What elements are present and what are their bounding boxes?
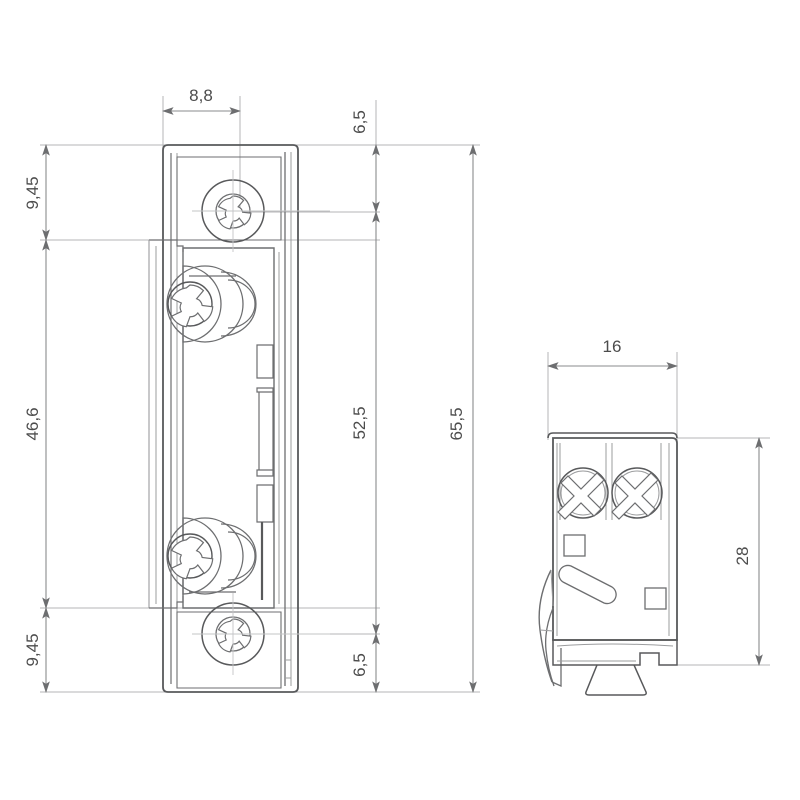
upper-housing-block bbox=[176, 156, 282, 241]
bottom-right-notch bbox=[285, 659, 292, 679]
dim-label-16: 16 bbox=[603, 337, 622, 356]
dim-label-9-45-bottom: 9,45 bbox=[23, 633, 42, 666]
dimension-labels: 8,8 9,45 46,6 9,45 6,5 52,5 6,5 65,5 16 … bbox=[23, 86, 752, 677]
front-body-outline bbox=[162, 144, 299, 693]
side-view-group bbox=[538, 432, 678, 696]
torx-screw-top bbox=[192, 170, 330, 252]
dimension-lines bbox=[42, 107, 763, 693]
dim-label-52-5: 52,5 bbox=[350, 406, 369, 439]
torx-screw-lower bbox=[166, 517, 257, 595]
phillips-screw-left bbox=[557, 467, 609, 520]
square-hole-lower bbox=[644, 587, 667, 610]
foot-bracket bbox=[585, 664, 647, 696]
dim-label-28: 28 bbox=[733, 547, 752, 566]
side-case-outline bbox=[552, 437, 678, 641]
torx-screw-upper bbox=[166, 265, 257, 343]
dim-label-8-8: 8,8 bbox=[189, 86, 213, 105]
left-step-notch-top bbox=[149, 239, 184, 252]
lower-housing-block bbox=[176, 611, 282, 689]
dim-label-65-5: 65,5 bbox=[447, 407, 466, 440]
base-plate-seam bbox=[556, 643, 674, 647]
left-step-notch-bottom bbox=[149, 596, 184, 609]
latch-body-block bbox=[182, 247, 275, 609]
phillips-screw-right bbox=[611, 467, 663, 520]
side-case-top-lip bbox=[547, 432, 678, 439]
latch-tongue bbox=[538, 569, 562, 688]
torx-screw-bottom bbox=[192, 593, 330, 675]
dim-label-6-5-bottom: 6,5 bbox=[350, 653, 369, 677]
dim-label-6-5-top: 6,5 bbox=[350, 110, 369, 134]
keeper-slot-segments bbox=[256, 344, 274, 523]
dim-label-9-45-top: 9,45 bbox=[23, 176, 42, 209]
slot-oblong bbox=[558, 564, 617, 605]
front-view-group bbox=[148, 144, 330, 693]
square-hole-upper bbox=[563, 534, 586, 557]
base-plate bbox=[552, 639, 678, 666]
dim-label-46-6: 46,6 bbox=[23, 407, 42, 440]
